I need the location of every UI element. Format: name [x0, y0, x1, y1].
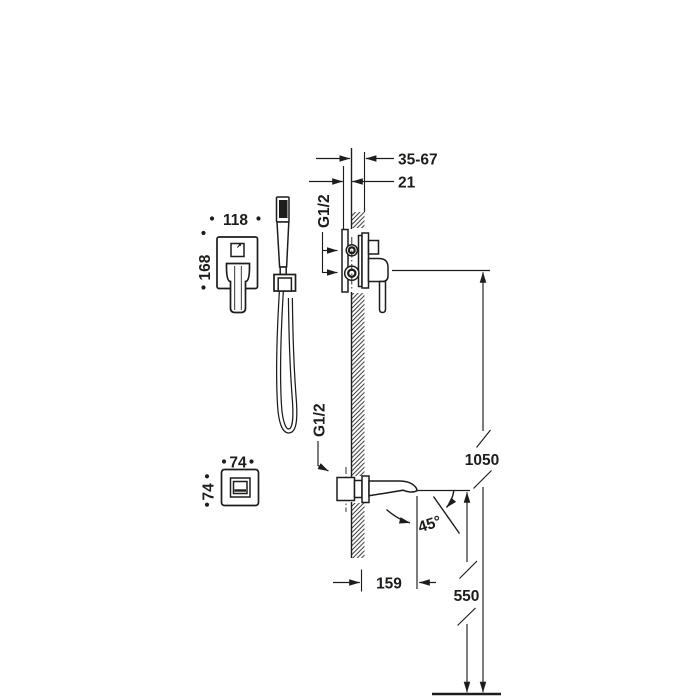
leader-arrow	[317, 441, 329, 472]
spout-side-view	[336, 467, 418, 512]
connection-thread-label: G1/2	[316, 194, 333, 228]
handshower-grip	[276, 221, 290, 268]
wall-offset-label: 21	[398, 175, 416, 192]
handshower-assembly	[273, 196, 298, 434]
dimension-dot	[209, 216, 215, 221]
dimension-wall-offset: 21	[309, 175, 416, 192]
dimension-embed-depth: 35-67	[316, 152, 438, 169]
plate-width-label: 118	[223, 212, 248, 229]
spout-flange	[361, 475, 370, 504]
break-slash	[476, 429, 491, 448]
swivel-axis-line	[432, 496, 461, 534]
shower-hose-core	[277, 288, 297, 433]
swivel-angle-label: 45°	[416, 513, 444, 536]
lever-handle-front	[225, 262, 251, 314]
diverter-button-side	[367, 239, 380, 255]
spout-collar	[353, 479, 363, 499]
dimension-spout-projection: 159	[333, 569, 436, 593]
wall-bracket-inner	[277, 277, 293, 292]
dimension-dot	[256, 216, 261, 221]
mixer-height-label: 1050	[465, 452, 499, 469]
wall-hatch	[351, 293, 365, 476]
spout-nozzle	[368, 480, 418, 497]
wall-section	[342, 148, 366, 558]
handshower-neck	[279, 266, 287, 276]
diverter-button	[230, 242, 245, 258]
break-slash	[473, 470, 492, 489]
dimension-dot	[204, 474, 210, 479]
spout-thread-label: G1/2	[312, 403, 329, 437]
label-backing	[451, 584, 482, 606]
valve-flange	[341, 228, 349, 293]
dimension-dot	[201, 230, 206, 236]
dimension-mixer-height: 1050	[465, 272, 499, 693]
handshower-spray-face	[279, 200, 288, 218]
break-slash	[459, 560, 478, 579]
dimension-dot	[204, 502, 210, 507]
callout-spout-thread: G1/2	[312, 403, 329, 472]
embed-depth-label: 35-67	[398, 152, 438, 169]
lever-handle-tail-side	[378, 280, 387, 314]
plate-height-label: 168	[197, 254, 214, 280]
dimension-dot	[201, 285, 206, 290]
spout-front	[232, 480, 248, 495]
dimension-spout-height: 550	[451, 492, 482, 693]
dimension-dot	[249, 459, 254, 464]
callout-connection-thread: G1/2	[316, 194, 338, 276]
dimension-dot	[221, 459, 227, 464]
trim-plate-side	[361, 232, 370, 289]
wall-hatch	[351, 503, 365, 558]
spout-projection-label: 159	[376, 576, 402, 593]
swivel-arc-arrow	[386, 508, 411, 524]
spout-height-label: 550	[454, 588, 480, 605]
lever-handle-hub-side	[367, 257, 389, 283]
spout-plate-front-view: 74 74	[201, 455, 260, 507]
swivel-arc-arrow	[445, 490, 457, 508]
spout-plate-height-label: 74	[201, 483, 218, 501]
wall-hatch	[351, 212, 365, 228]
swivel-angle-callout: 45°	[386, 490, 461, 589]
diverter-mark-arrow	[238, 243, 242, 247]
break-slash	[457, 607, 476, 626]
trim-plate-front-view: 118 168	[197, 212, 261, 314]
mixer-valve-side-view	[341, 228, 389, 314]
spout-embedded-body	[336, 476, 356, 502]
spout-plate-width-label: 74	[229, 455, 247, 472]
